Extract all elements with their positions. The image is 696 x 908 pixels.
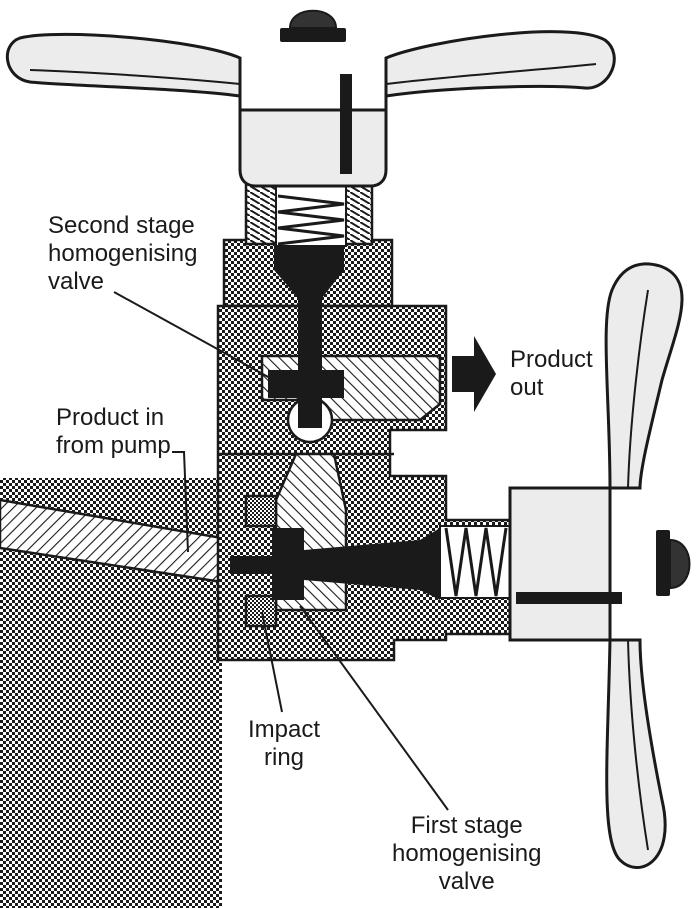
upper-spring [275, 185, 347, 247]
second-stage-valve-stem [268, 246, 344, 428]
leader-impact-ring [261, 611, 283, 713]
first-stage-valve-stem [230, 528, 440, 600]
leader-second-stage [113, 291, 271, 379]
leader-lines [113, 291, 449, 811]
right-spring [439, 525, 513, 599]
first-stage-seat [244, 494, 278, 628]
label-product-in: Product in from pump [56, 404, 171, 459]
top-t-handle [5, 9, 616, 188]
label-product-out: Product out [510, 346, 593, 401]
leader-first-stage [299, 605, 449, 811]
label-second-stage-valve: Second stage homogenising valve [48, 212, 198, 295]
label-impact-ring: Impact ring [248, 716, 321, 771]
leader-product-in [172, 451, 189, 553]
label-first-stage-valve: First stage homogenising valve [392, 812, 542, 895]
product-out-arrow [452, 336, 496, 412]
right-t-handle [508, 262, 691, 869]
